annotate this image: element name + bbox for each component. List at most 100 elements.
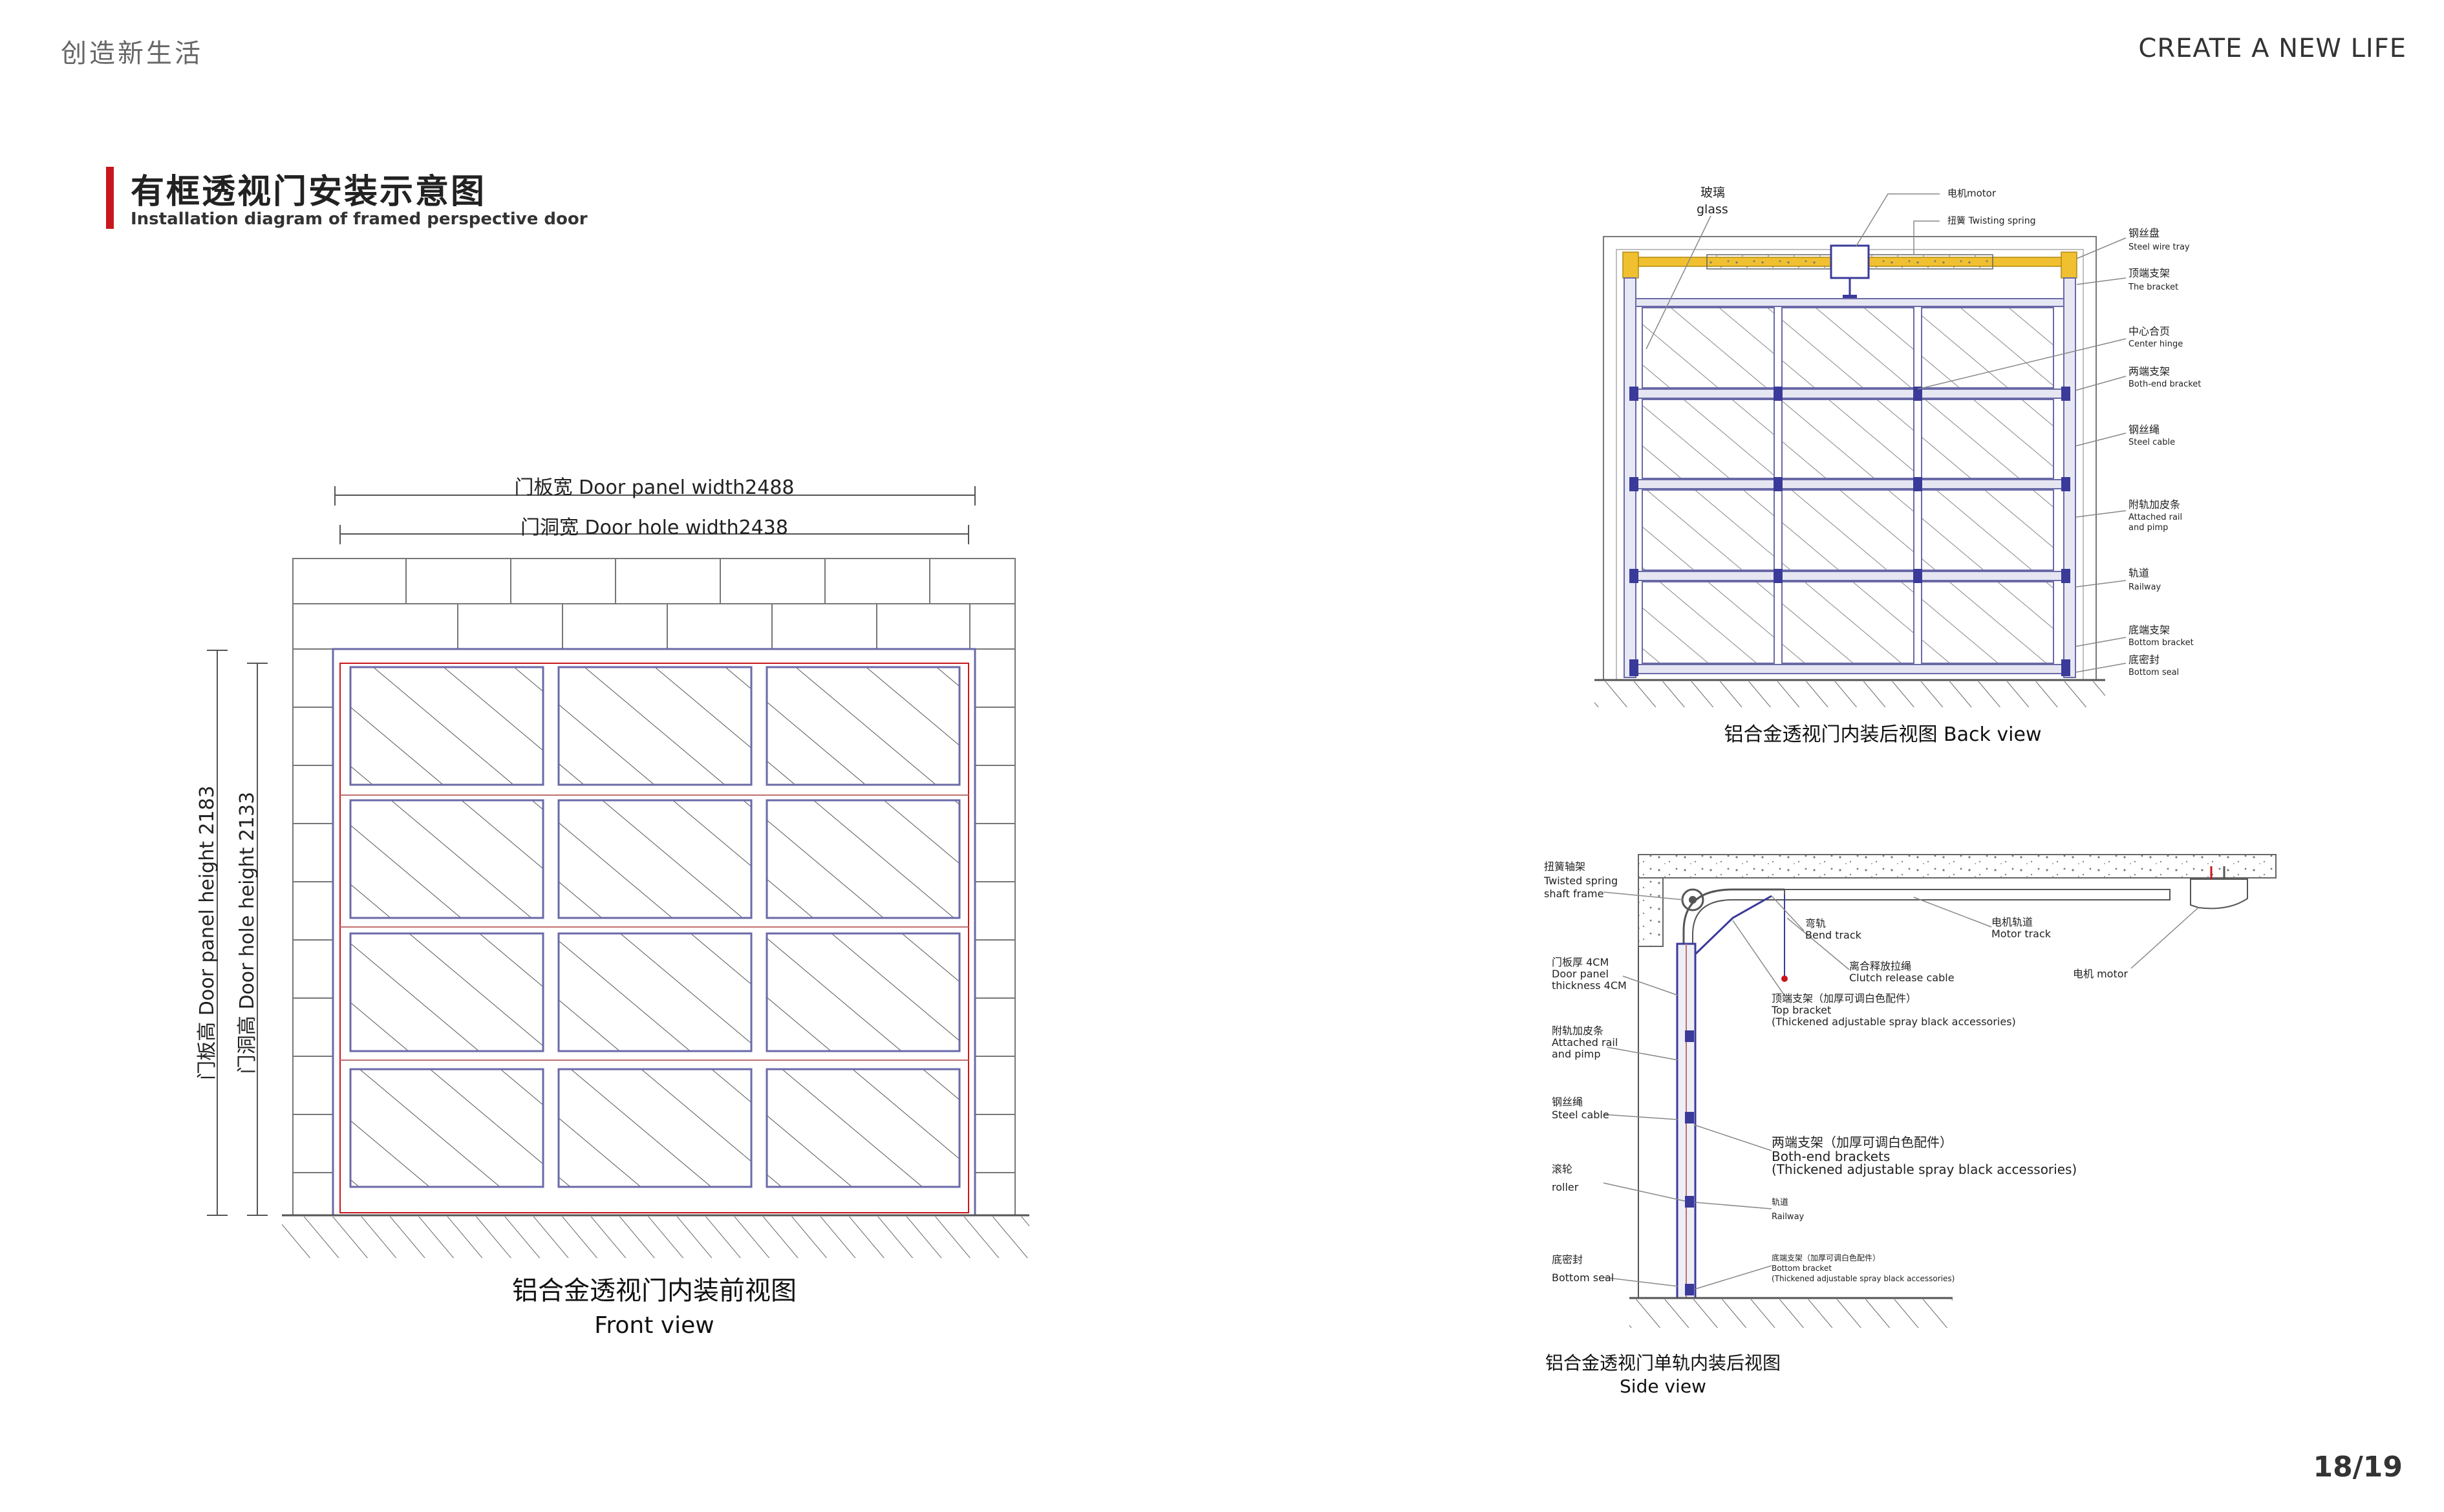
side-label-clutch-cn: 离合释放拉绳 xyxy=(1849,960,1911,972)
side-label-shaft-cn: 扭簧轴架 xyxy=(1544,860,1585,873)
hole-height-dimension xyxy=(247,663,268,1216)
back-label-both-en: Both-end bracket xyxy=(2128,379,2201,389)
page-number: 18/19 xyxy=(2313,1451,2403,1484)
side-label-roller-en: roller xyxy=(1552,1181,1579,1193)
back-label-railway-cn: 轨道 xyxy=(2128,567,2149,579)
back-glass-panes xyxy=(1642,307,2054,664)
center-hinges xyxy=(1629,387,2070,676)
ground-hatch xyxy=(282,1217,1029,1258)
page-title-cn: 有框透视门安装示意图 xyxy=(131,173,487,211)
side-label-bottom-en2: (Thickened adjustable spray black access… xyxy=(1772,1274,1955,1283)
back-label-hinge-cn: 中心合页 xyxy=(2128,325,2170,337)
side-label-shaft-en1: Twisted spring xyxy=(1543,875,1618,887)
panel-section-lines xyxy=(340,794,969,1061)
side-ground-hatch xyxy=(1629,1299,1953,1328)
back-ground-hatch xyxy=(1594,681,2105,707)
side-label-motor-track-cn: 电机轨道 xyxy=(1991,916,2033,928)
side-label-thick-en1: Door panel xyxy=(1552,968,1609,980)
header-tagline-cn: 创造新生活 xyxy=(61,39,203,69)
side-label-seal-en: Bottom seal xyxy=(1552,1272,1614,1284)
panel-width-dimension xyxy=(334,486,976,506)
wire-tray-right xyxy=(2061,251,2077,279)
back-label-cable-en: Steel cable xyxy=(2128,438,2175,447)
panel-width-label: 门板宽 Door panel width2488 xyxy=(514,476,794,499)
side-view: 扭簧轴架 Twisted spring shaft frame 弯轨 Bend … xyxy=(1543,854,2277,1397)
back-label-bracket-cn: 顶端支架 xyxy=(2128,267,2170,279)
side-label-bend-cn: 弯轨 xyxy=(1805,917,1826,930)
door-panel-outline xyxy=(339,663,969,1213)
panel-height-dimension xyxy=(207,650,228,1216)
side-label-both-cn: 两端支架（加厚可调白色配件） xyxy=(1772,1134,1953,1150)
side-label-bend-en: Bend track xyxy=(1805,929,1862,941)
wire-tray-left xyxy=(1622,251,1639,279)
side-label-rail-en1: Attached rail xyxy=(1552,1036,1618,1049)
side-motor-icon xyxy=(2190,878,2248,910)
side-label-top-en1: Top bracket xyxy=(1771,1004,1831,1016)
back-label-tray-cn: 钢丝盘 xyxy=(2128,227,2160,239)
glass-panes xyxy=(349,666,961,1188)
back-view: 玻璃 glass 电机motor 扭簧 Twisting spring 钢丝盘 … xyxy=(1594,186,2201,746)
side-label-cable-en: Steel cable xyxy=(1552,1109,1609,1121)
back-label-railway-en: Railway xyxy=(2128,582,2161,592)
side-label-shaft-en2: shaft frame xyxy=(1544,888,1603,900)
side-label-roller-cn: 滚轮 xyxy=(1552,1163,1572,1175)
side-view-caption-en: Side view xyxy=(1620,1376,1706,1397)
side-leader-lines xyxy=(1603,891,2199,1290)
brick-wall xyxy=(292,558,1016,1216)
motor-track xyxy=(1784,889,2171,900)
twisting-spring-left xyxy=(1706,254,1832,270)
back-label-rail-en2: and pimp xyxy=(2128,523,2168,533)
back-label-cable-cn: 钢丝绳 xyxy=(2128,423,2160,436)
title-accent-bar xyxy=(106,167,114,229)
side-label-rail-cn: 附轨加皮条 xyxy=(1552,1025,1603,1037)
side-rollers xyxy=(1685,1030,1694,1295)
side-label-top-cn: 顶端支架（加厚可调白色配件） xyxy=(1772,992,1916,1005)
back-label-seal-en: Bottom seal xyxy=(2128,668,2179,677)
side-label-bottom-en1: Bottom bracket xyxy=(1772,1264,1832,1273)
side-label-rail-en2: and pimp xyxy=(1552,1048,1601,1060)
header-tagline-en: CREATE A NEW LIFE xyxy=(2138,34,2406,63)
back-label-glass-cn: 玻璃 xyxy=(1700,186,1725,200)
front-view: 门板宽 Door panel width2488 门洞宽 Door hole w… xyxy=(196,476,1029,1339)
back-label-both-cn: 两端支架 xyxy=(2128,365,2170,378)
back-label-bottom-cn: 底端支架 xyxy=(2128,624,2170,636)
panel-height-label: 门板高 Door panel height 2183 xyxy=(196,785,219,1080)
back-label-motor: 电机motor xyxy=(1947,187,1997,199)
back-label-glass-en: glass xyxy=(1697,202,1728,217)
hole-width-dimension xyxy=(339,525,969,544)
side-label-motor-track-en: Motor track xyxy=(1991,928,2052,940)
back-label-tray-en: Steel wire tray xyxy=(2128,242,2190,252)
back-leader-lines xyxy=(1645,193,2127,673)
side-label-bottom-cn: 底端支架（加厚可调白色配件） xyxy=(1772,1253,1880,1262)
page-title-en: Installation diagram of framed perspecti… xyxy=(131,209,588,229)
back-label-rail-cn: 附轨加皮条 xyxy=(2128,498,2180,511)
front-view-caption-en: Front view xyxy=(594,1312,714,1339)
back-label-seal-cn: 底密封 xyxy=(2128,654,2160,666)
back-motor-icon xyxy=(1830,244,1870,279)
hole-width-label: 门洞宽 Door hole width2438 xyxy=(520,516,788,539)
side-label-top-en2: (Thickened adjustable spray black access… xyxy=(1772,1016,2016,1028)
back-label-hinge-en: Center hinge xyxy=(2128,339,2183,349)
side-view-caption-cn: 铝合金透视门单轨内装后视图 xyxy=(1545,1352,1781,1374)
back-label-bottom-en: Bottom bracket xyxy=(2128,638,2194,648)
side-label-both-en1: Both-end brackets xyxy=(1772,1149,1890,1164)
side-label-clutch-en: Clutch release cable xyxy=(1849,972,1955,984)
side-label-motor: 电机 motor xyxy=(2073,968,2128,980)
opener-arm xyxy=(1693,895,1772,957)
ceiling-slab xyxy=(1638,854,2277,878)
side-label-thick-cn: 门板厚 4CM xyxy=(1552,956,1609,968)
side-label-cable-cn: 钢丝绳 xyxy=(1552,1096,1583,1108)
twisting-spring-right xyxy=(1868,254,1993,270)
header-wall xyxy=(1638,877,1664,947)
back-label-bracket-en: The bracket xyxy=(2128,282,2178,292)
front-view-caption-cn: 铝合金透视门内装前视图 xyxy=(512,1276,797,1306)
side-label-both-en2: (Thickened adjustable spray black access… xyxy=(1772,1162,2077,1177)
bend-track xyxy=(1682,888,1785,950)
side-label-seal-cn: 底密封 xyxy=(1552,1253,1583,1266)
hole-height-label: 门洞高 Door hole height 2133 xyxy=(236,792,259,1074)
side-label-thick-en2: thickness 4CM xyxy=(1552,979,1627,992)
side-label-railway-cn: 轨道 xyxy=(1772,1198,1788,1208)
back-label-rail-en1: Attached rail xyxy=(2128,513,2182,522)
back-panel-rails xyxy=(1635,298,2064,674)
